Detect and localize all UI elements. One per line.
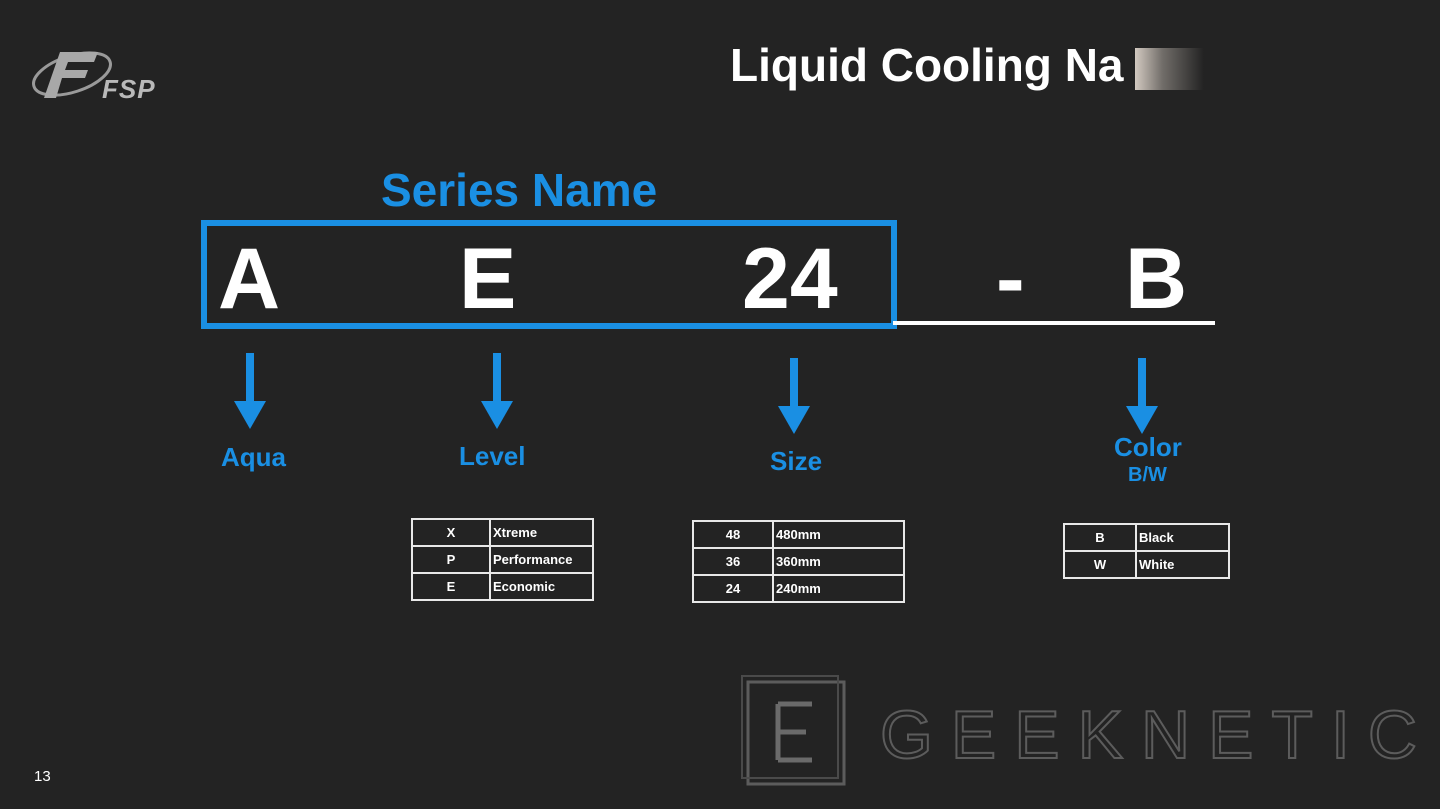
label-aqua: Aqua xyxy=(221,442,286,472)
table-cell-name: Performance xyxy=(489,545,594,574)
logo-text: FSP xyxy=(102,74,156,104)
table-cell-name: White xyxy=(1135,550,1230,579)
table-row: 24 240mm xyxy=(692,574,905,603)
color-table: B Black W White xyxy=(1063,523,1230,579)
table-row: P Performance xyxy=(411,545,594,574)
table-cell-name: 240mm xyxy=(772,574,905,603)
table-cell-name: 360mm xyxy=(772,547,905,576)
table-row: 36 360mm xyxy=(692,547,905,576)
label-level: Level xyxy=(459,441,526,471)
code-letter-a: A xyxy=(218,231,281,327)
table-row: W White xyxy=(1063,550,1230,579)
fsp-logo: FSP xyxy=(30,44,170,108)
arrow-down-icon xyxy=(1126,358,1158,434)
series-name-heading: Series Name xyxy=(381,164,658,216)
geeknetic-watermark: GEEKNETIC xyxy=(740,674,1420,792)
table-cell-code: X xyxy=(411,518,491,547)
series-name-box xyxy=(201,220,897,329)
table-cell-code: P xyxy=(411,545,491,574)
code-separator: - xyxy=(996,231,1025,327)
arrow-down-icon xyxy=(481,353,513,429)
label-size: Size xyxy=(770,446,823,476)
page-number: 13 xyxy=(34,768,51,785)
size-table: 48 480mm 36 360mm 24 240mm xyxy=(692,520,905,603)
label-color: Color xyxy=(1114,432,1182,462)
code-number-24: 24 xyxy=(742,231,838,327)
arrow-down-icon xyxy=(778,358,810,434)
title-obscured-area xyxy=(1135,48,1410,90)
code-underline xyxy=(893,321,1215,325)
table-cell-code: 24 xyxy=(692,574,774,603)
table-cell-name: Economic xyxy=(489,572,594,601)
level-table: X Xtreme P Performance E Economic xyxy=(411,518,594,601)
arrow-down-icon xyxy=(234,353,266,429)
page-title: Liquid Cooling Na xyxy=(730,39,1124,91)
table-row: X Xtreme xyxy=(411,518,594,547)
table-cell-code: 36 xyxy=(692,547,774,576)
table-row: B Black xyxy=(1063,523,1230,552)
code-letter-e: E xyxy=(459,231,517,327)
table-cell-name: Xtreme xyxy=(489,518,594,547)
code-letter-b: B xyxy=(1125,231,1188,327)
table-row: 48 480mm xyxy=(692,520,905,549)
table-cell-name: 480mm xyxy=(772,520,905,549)
label-color-sub: B/W xyxy=(1128,464,1167,486)
fsp-logo-mark-icon xyxy=(32,51,112,98)
table-cell-code: E xyxy=(411,572,491,601)
watermark-text: GEEKNETIC xyxy=(880,697,1420,773)
table-row: E Economic xyxy=(411,572,594,601)
geeknetic-logo-icon: GEEKNETIC xyxy=(741,675,1420,786)
table-cell-code: 48 xyxy=(692,520,774,549)
table-cell-code: W xyxy=(1063,550,1137,579)
table-cell-name: Black xyxy=(1135,523,1230,552)
table-cell-code: B xyxy=(1063,523,1137,552)
